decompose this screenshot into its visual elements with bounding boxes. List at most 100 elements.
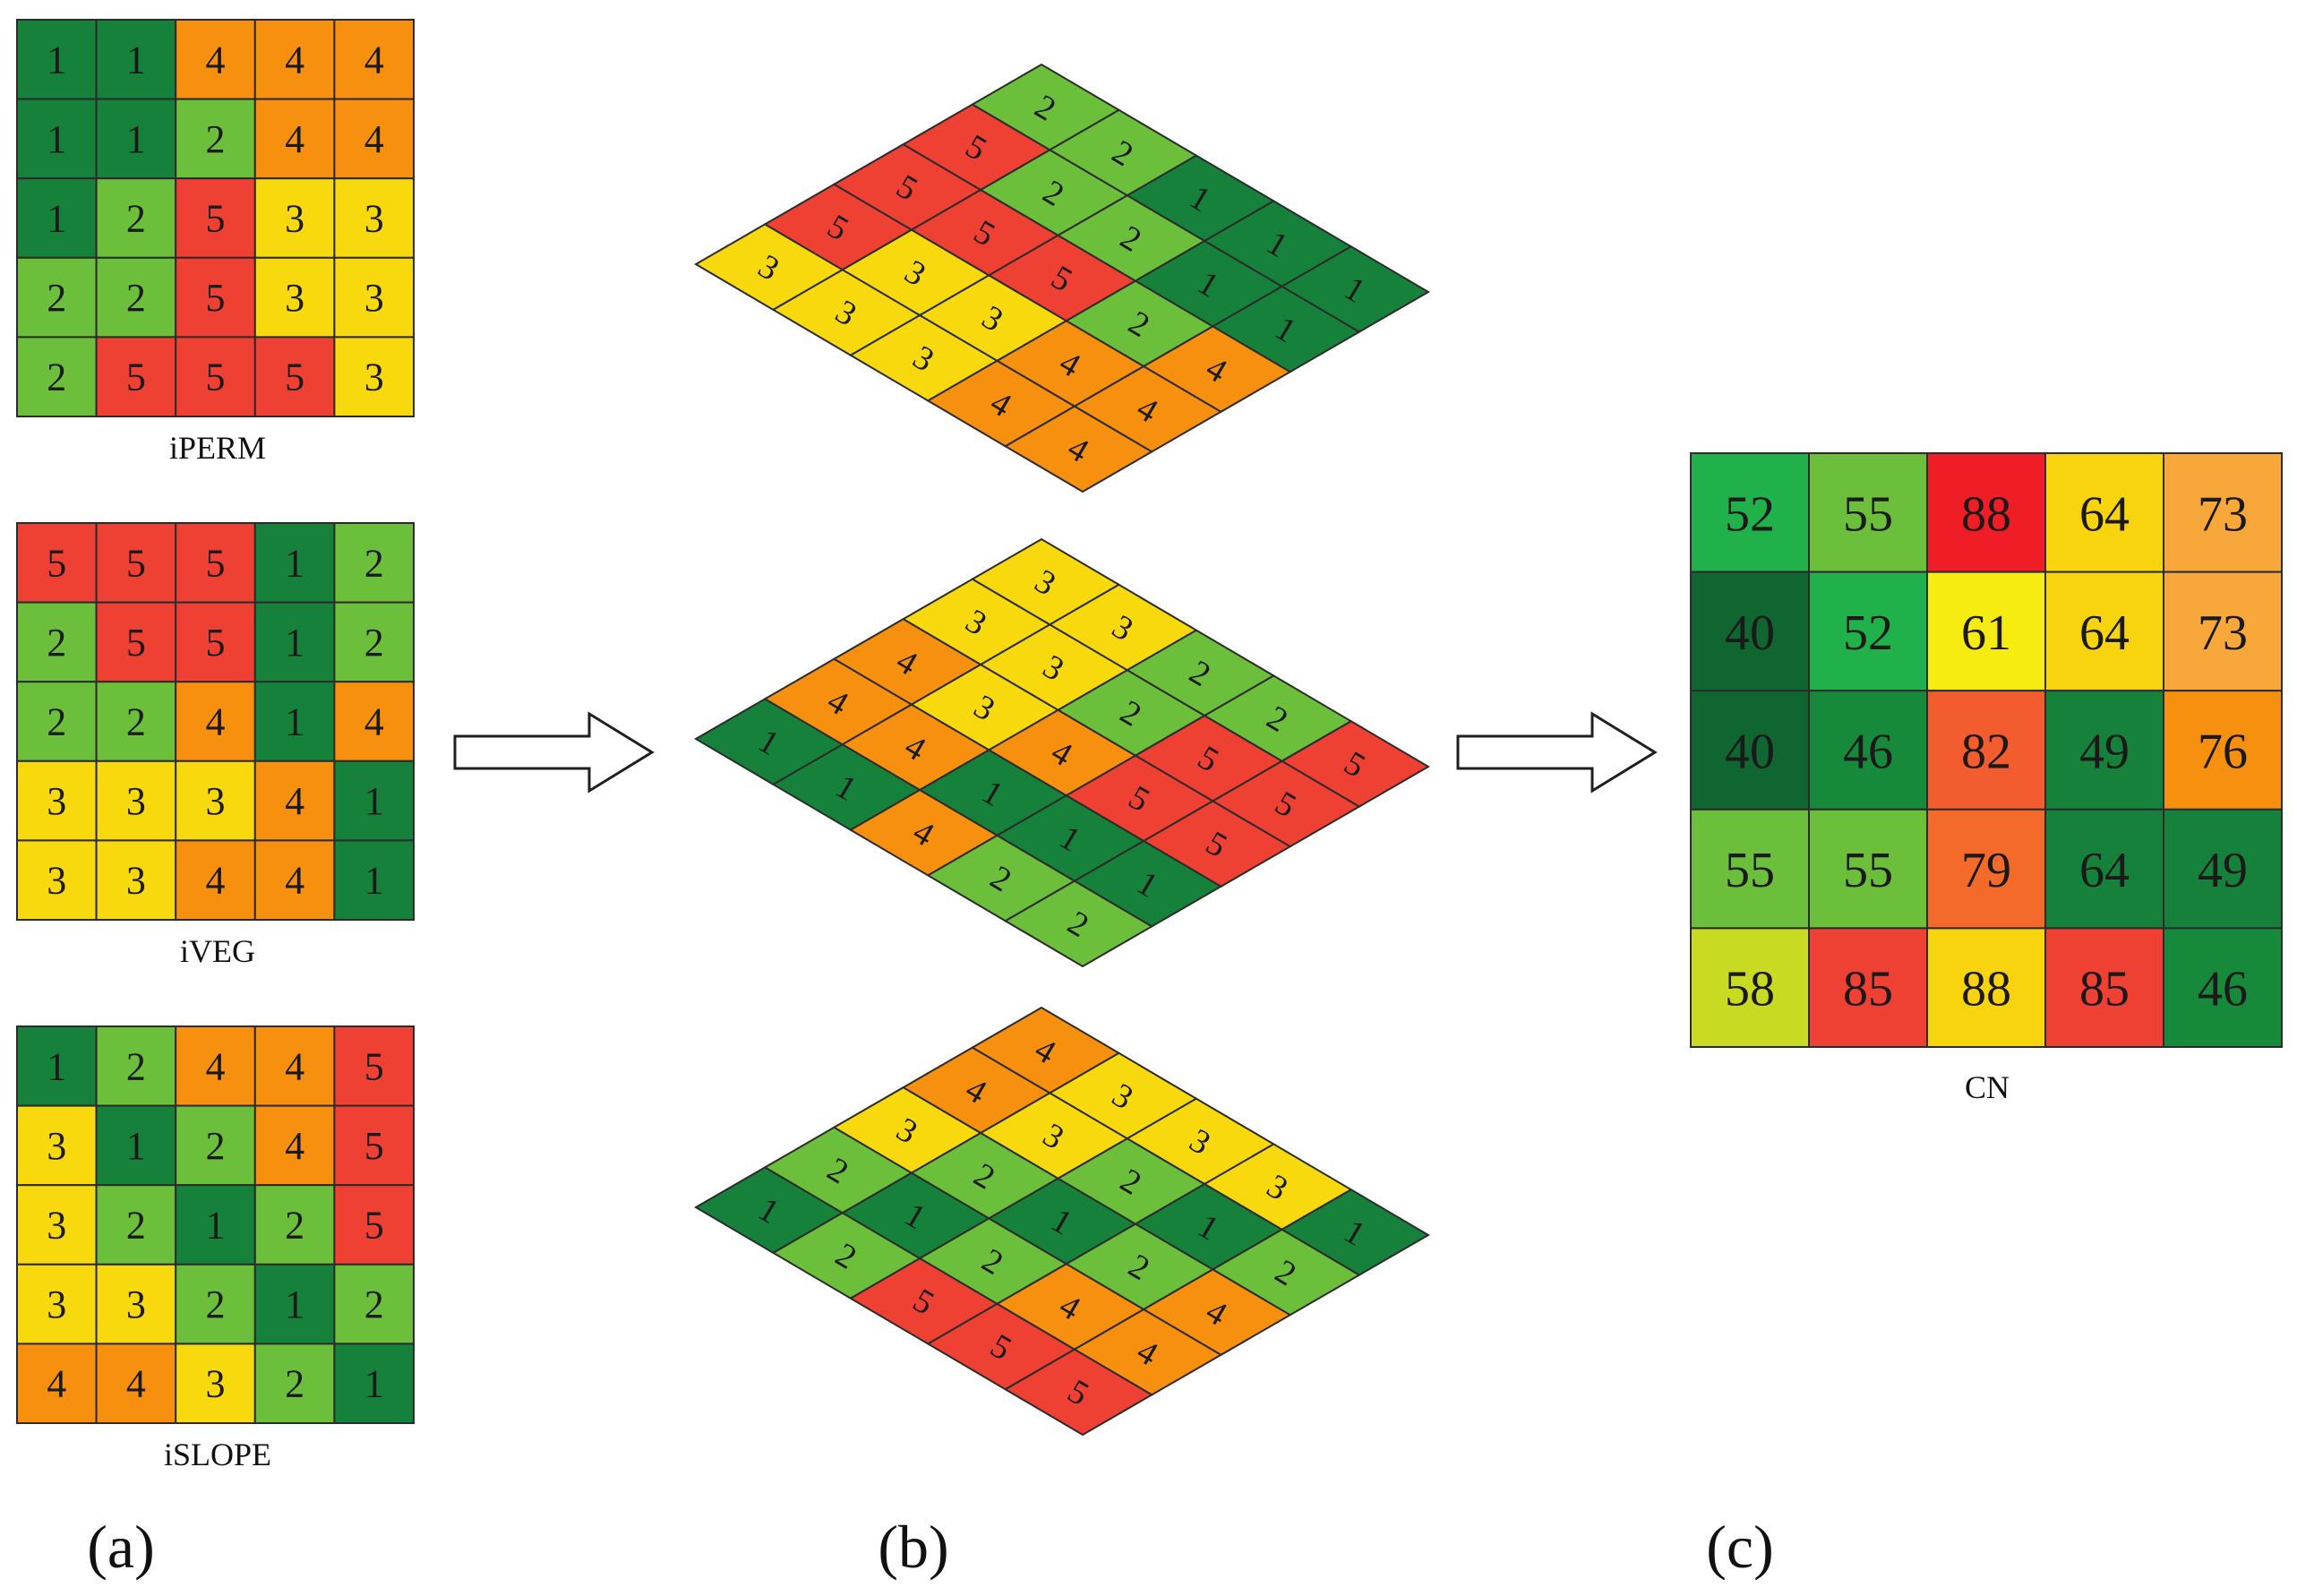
cell-value: 2 [206, 1124, 226, 1168]
cell-value: 2 [47, 276, 66, 320]
grid-cell [253, 177, 336, 259]
cell-value: 2 [206, 117, 226, 161]
cn-cell [1926, 690, 2046, 811]
cell-value: 1 [364, 859, 384, 903]
cell-value: 4 [285, 859, 304, 903]
grid-cell [175, 1343, 256, 1425]
cell-value: 2 [126, 700, 146, 744]
cell-value: 4 [47, 1362, 66, 1406]
panel-label-b: (b) [878, 1513, 948, 1581]
cn-cell [1808, 927, 1928, 1049]
grid-cell [95, 681, 177, 762]
cell-value: 2 [206, 1283, 226, 1326]
grid-cell [253, 1104, 336, 1187]
cell-value: 5 [364, 1204, 384, 1248]
grid-cell [175, 336, 256, 417]
grid-cell [253, 256, 336, 339]
cell-value: 1 [47, 197, 66, 241]
grid-cell [95, 522, 177, 604]
cell-value: 4 [126, 1362, 146, 1406]
cell-value: 1 [47, 1044, 66, 1088]
cell-value: 3 [206, 1362, 226, 1406]
cell-value: 4 [285, 1044, 304, 1088]
cn-cell [2163, 927, 2283, 1049]
grid-cell [95, 177, 177, 259]
grid-cell [16, 1184, 98, 1266]
cell-value: 5 [364, 1124, 384, 1168]
grid-cell [253, 1343, 336, 1425]
grid-cell [333, 1184, 415, 1266]
cell-value: 2 [126, 197, 146, 241]
grid-cell [16, 336, 98, 417]
cell-value: 5 [126, 541, 146, 585]
cell-value: 1 [126, 38, 146, 82]
cn-cell [1808, 571, 1928, 692]
cn-value: 49 [2198, 843, 2248, 898]
cn-value: 76 [2198, 725, 2248, 780]
panel-label-c: (c) [1706, 1513, 1773, 1581]
cell-value: 1 [285, 700, 304, 744]
cell-value: 3 [47, 1283, 66, 1326]
grid-cell [333, 1343, 415, 1425]
grid-cell [175, 1025, 256, 1107]
cell-value: 1 [126, 117, 146, 161]
cell-value: 3 [126, 779, 146, 823]
grid-cell [95, 256, 177, 339]
grid-cell [333, 759, 415, 842]
cell-value: 3 [364, 276, 384, 320]
cell-value: 5 [126, 621, 146, 665]
cn-value: 73 [2198, 486, 2248, 542]
grid-cell [175, 256, 256, 339]
cell-value: 1 [126, 1124, 146, 1168]
cn-cell [2163, 690, 2283, 811]
grid-cell [175, 1263, 256, 1345]
cn-value: 52 [1725, 486, 1775, 542]
cn-value: 88 [1961, 486, 2011, 542]
cell-value: 2 [126, 1204, 146, 1248]
cn-cell [1808, 690, 1928, 811]
grid-cell [95, 1343, 177, 1425]
cn-cell [2044, 571, 2164, 692]
grid-cell [95, 1263, 177, 1345]
grid-cell [16, 839, 98, 922]
cell-value: 3 [47, 779, 66, 823]
cell-value: 4 [364, 117, 384, 161]
cell-value: 2 [285, 1362, 304, 1406]
cell-value: 5 [285, 356, 304, 399]
cell-value: 3 [206, 779, 226, 823]
cn-value: 55 [1725, 843, 1775, 898]
cell-value: 4 [206, 1044, 226, 1088]
grid-cell [16, 256, 98, 339]
cell-value: 1 [364, 1362, 384, 1406]
cn-cell [1926, 808, 2046, 930]
cell-value: 2 [47, 621, 66, 665]
cn-value: 49 [2079, 725, 2130, 780]
arrow-right-icon [453, 711, 655, 794]
grid-label-islope: iSLOPE [164, 1437, 271, 1472]
cell-value: 4 [285, 117, 304, 161]
grid-cell [333, 1025, 415, 1107]
cell-value: 4 [206, 700, 226, 744]
grid-cell [16, 1025, 98, 1107]
cell-value: 2 [126, 276, 146, 320]
cell-value: 2 [364, 541, 384, 585]
grid-cell [333, 522, 415, 604]
cell-value: 4 [364, 700, 384, 744]
grid-cell [16, 1263, 98, 1345]
cn-cell [1926, 927, 2046, 1049]
cell-value: 4 [285, 38, 304, 82]
cell-value: 5 [206, 197, 226, 241]
cn-value: 73 [2198, 605, 2248, 661]
grid-cell [333, 681, 415, 762]
cell-value: 5 [364, 1044, 384, 1088]
cell-value: 2 [47, 700, 66, 744]
cell-value: 4 [285, 779, 304, 823]
grid-cell [175, 839, 256, 922]
cell-value: 5 [206, 276, 226, 320]
grid-cell [16, 19, 98, 100]
